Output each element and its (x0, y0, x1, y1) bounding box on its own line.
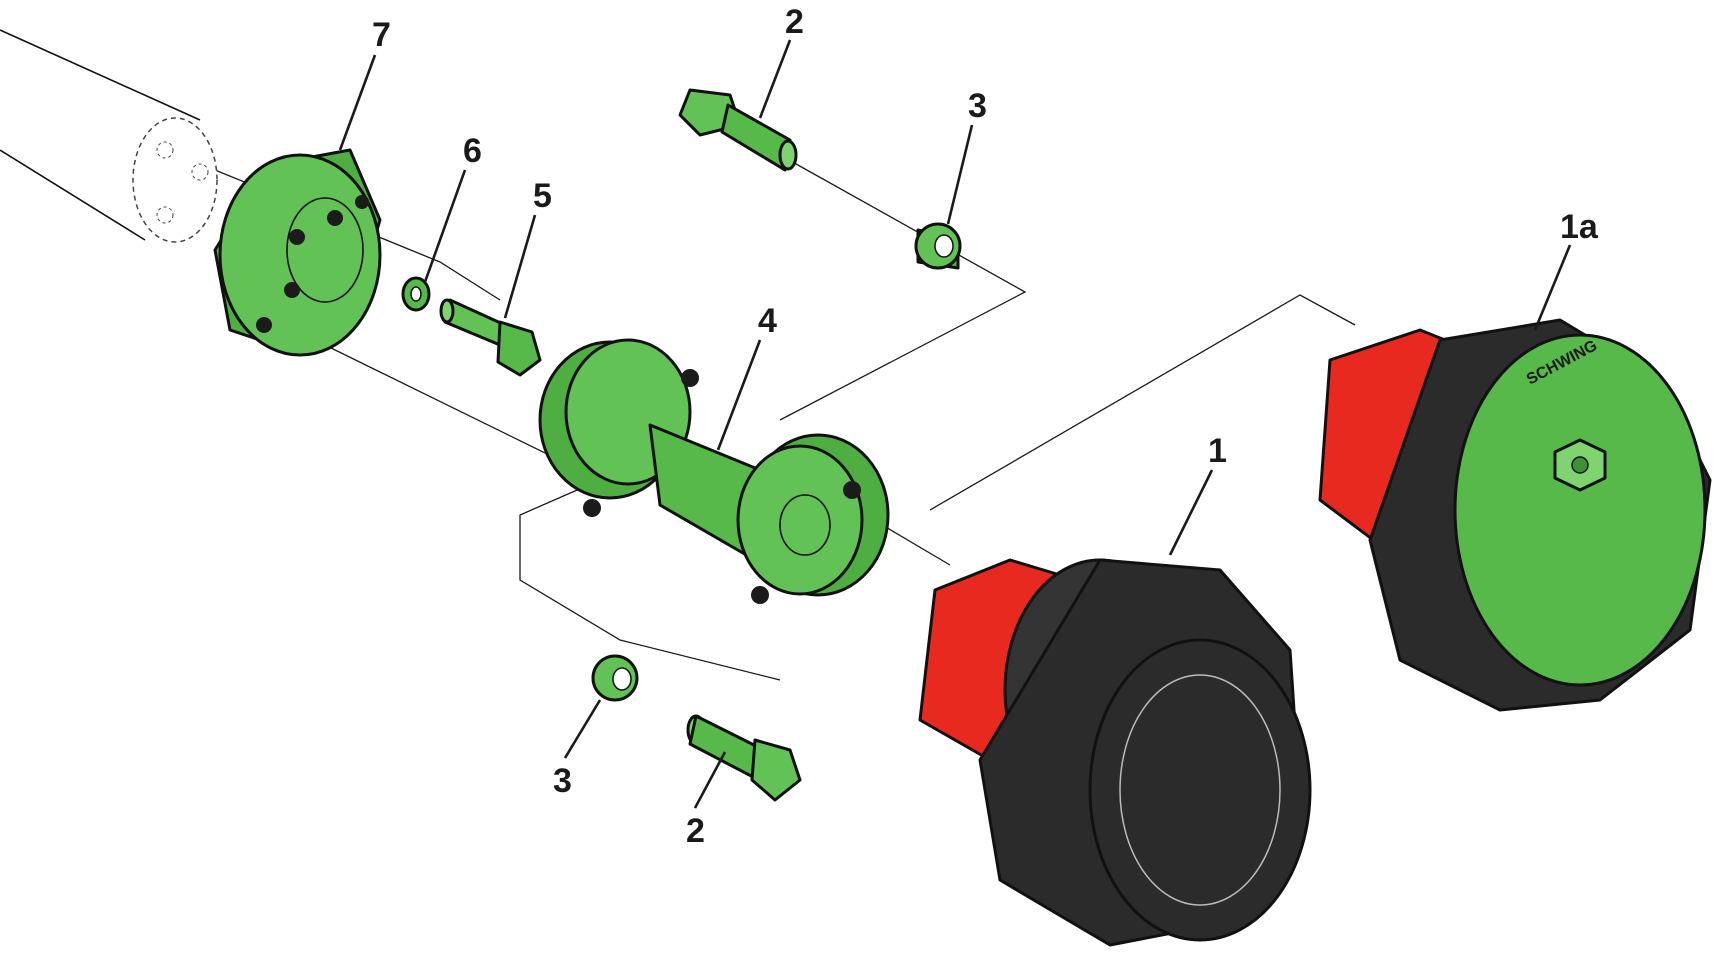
hub-flange-part-7 (213, 148, 382, 357)
callout-labels: 7 6 5 4 2 3 3 2 1 1a (372, 3, 1599, 850)
spacer-part-3-bottom (591, 654, 639, 702)
bolt-part-2-top (678, 88, 798, 172)
leader-lines (338, 39, 1572, 809)
coupling-part-4 (538, 338, 890, 604)
bolt-part-5 (439, 298, 542, 377)
callout-1a: 1a (1560, 208, 1599, 246)
callout-3-bottom: 3 (553, 762, 572, 800)
callout-7: 7 (372, 16, 391, 54)
callout-6: 6 (463, 132, 482, 170)
callout-5: 5 (533, 177, 552, 215)
drive-shaft (0, 29, 218, 243)
washer-part-6 (401, 276, 431, 312)
callout-4: 4 (758, 302, 777, 340)
spacer-part-3-top (914, 222, 962, 270)
bolt-part-2-bottom (686, 714, 802, 802)
callout-2-bottom: 2 (686, 812, 705, 850)
callout-3-top: 3 (968, 87, 987, 125)
callout-1: 1 (1208, 432, 1227, 470)
callout-2-top: 2 (785, 3, 804, 41)
drive-wheel-part-1a: SCHWING (1318, 318, 1712, 712)
drive-wheel-part-1 (918, 558, 1312, 947)
